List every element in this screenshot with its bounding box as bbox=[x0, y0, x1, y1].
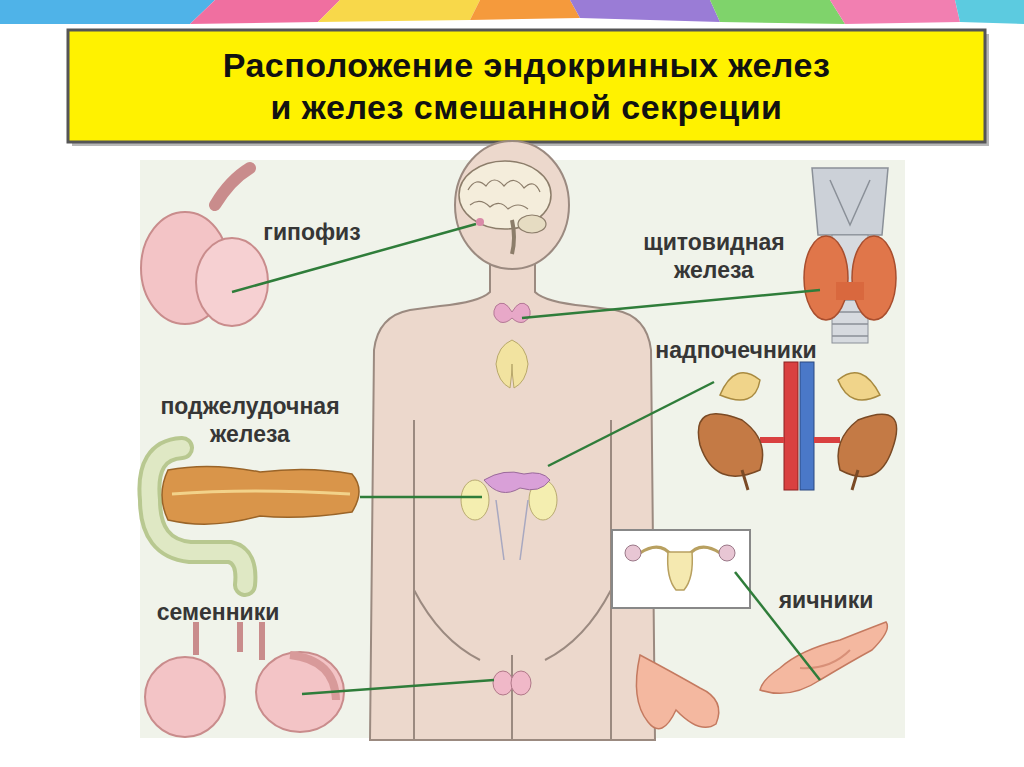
title-box bbox=[68, 30, 985, 142]
uterus-figure bbox=[719, 545, 735, 561]
title-box bbox=[68, 30, 989, 146]
body-organs bbox=[461, 303, 557, 695]
uterus-figure bbox=[612, 530, 750, 608]
leader-line bbox=[232, 224, 820, 694]
body-organs bbox=[496, 340, 528, 388]
leader-line bbox=[548, 382, 714, 466]
brain bbox=[518, 215, 546, 233]
pancreas-figure bbox=[149, 448, 359, 585]
brain bbox=[476, 218, 484, 226]
leader-line bbox=[302, 680, 494, 694]
color-band bbox=[0, 0, 215, 24]
brain bbox=[459, 161, 551, 254]
gland-label: щитовидная железа bbox=[624, 228, 804, 284]
thyroid-figure bbox=[836, 282, 864, 300]
adrenal-figure bbox=[838, 414, 897, 476]
color-band bbox=[0, 0, 1024, 24]
adrenal-figure bbox=[760, 437, 840, 443]
body-silhouette bbox=[455, 141, 569, 269]
thyroid-figure bbox=[804, 236, 848, 320]
gland-label: яичники bbox=[756, 586, 896, 614]
pituitary-figure bbox=[141, 168, 268, 326]
color-band bbox=[318, 0, 480, 22]
body-silhouette bbox=[370, 141, 655, 740]
ovary-figure bbox=[760, 622, 887, 693]
thyroid-figure bbox=[812, 168, 888, 235]
body-silhouette bbox=[414, 420, 611, 740]
uterus-figure bbox=[625, 545, 641, 561]
ovary-figure bbox=[636, 622, 887, 729]
gland-label: семенники bbox=[128, 598, 308, 626]
body-organs bbox=[496, 500, 528, 560]
brain bbox=[468, 180, 540, 209]
color-band bbox=[470, 0, 580, 20]
adrenal-figure bbox=[742, 470, 858, 490]
testes-figure bbox=[145, 622, 344, 737]
color-band bbox=[710, 0, 845, 24]
adrenal-figure bbox=[698, 362, 896, 490]
body-organs bbox=[494, 303, 531, 322]
pituitary-figure bbox=[196, 238, 268, 326]
brain bbox=[512, 220, 514, 254]
gland-label: надпочечники bbox=[626, 336, 846, 364]
uterus-figure bbox=[612, 530, 750, 608]
title-text: Расположение эндокринных желез и желез с… bbox=[108, 44, 945, 128]
testes-figure bbox=[145, 657, 225, 737]
adrenal-figure bbox=[838, 373, 880, 400]
thyroid-figure bbox=[852, 236, 896, 320]
body-organs bbox=[484, 472, 550, 493]
thyroid-figure bbox=[804, 168, 896, 343]
body-silhouette bbox=[370, 262, 655, 740]
body-organs bbox=[493, 671, 513, 695]
ovary-figure bbox=[636, 655, 718, 729]
pituitary-figure bbox=[215, 168, 250, 205]
color-band bbox=[190, 0, 340, 24]
body-organs bbox=[511, 671, 531, 695]
pancreas-figure bbox=[172, 491, 350, 494]
adrenal-figure bbox=[784, 362, 798, 490]
color-band bbox=[955, 0, 1024, 24]
color-band bbox=[570, 0, 720, 22]
gland-label: поджелудочная железа bbox=[130, 392, 370, 448]
leader-line bbox=[522, 290, 820, 318]
color-band bbox=[830, 0, 960, 24]
gland-label: гипофиз bbox=[237, 218, 387, 246]
adrenal-figure bbox=[800, 362, 814, 490]
uterus-figure bbox=[668, 552, 693, 590]
pancreas-figure bbox=[162, 466, 359, 524]
thyroid-figure bbox=[830, 180, 870, 225]
adrenal-figure bbox=[698, 414, 762, 476]
body-organs bbox=[461, 480, 489, 520]
adrenal-figure bbox=[720, 373, 760, 400]
leader-line bbox=[360, 496, 482, 499]
testes-figure bbox=[196, 622, 262, 660]
